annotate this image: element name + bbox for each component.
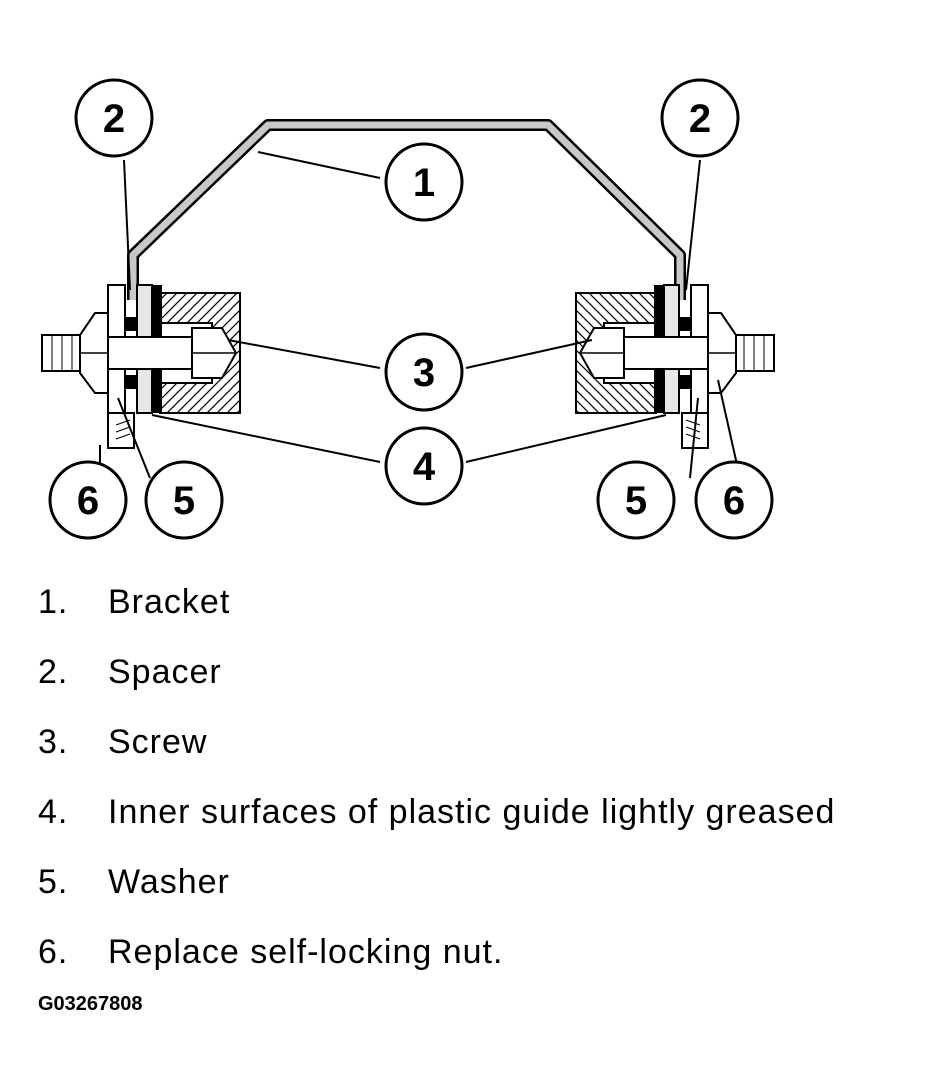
callout-3-label: 3 [413, 351, 435, 395]
legend-number: 3. [38, 723, 69, 761]
legend-item: 6. Replace self-locking nut. [38, 928, 835, 998]
legend-number: 6. [38, 933, 69, 971]
left-mount-assembly [41, 284, 241, 449]
legend-number: 2. [38, 653, 69, 691]
callout-1-label: 1 [413, 161, 435, 205]
legend-number: 1. [38, 583, 69, 621]
callout-4: 4 [384, 426, 464, 506]
bracket [127, 119, 686, 300]
callout-6-right: 6 [694, 460, 774, 540]
parts-legend: 1. Bracket 2. Spacer 3. Screw 4. Inner surfa… [38, 578, 835, 998]
left-screw [107, 327, 238, 379]
callout-5-right-label: 5 [625, 479, 647, 523]
left-nut [41, 312, 109, 394]
callout-5-left: 5 [144, 460, 224, 540]
legend-item: 4. Inner surfaces of plastic guide lightl… [38, 788, 835, 858]
figure-id: G03267808 [38, 993, 143, 1015]
callout-6-left-label: 6 [77, 479, 99, 523]
callout-6-left: 6 [48, 460, 128, 540]
legend-number: 4. [38, 793, 69, 831]
legend-item: 2. Spacer [38, 648, 835, 718]
right-mount-assembly [575, 284, 775, 449]
callout-5-left-label: 5 [173, 479, 195, 523]
callout-1: 1 [384, 142, 464, 222]
callout-2-right: 2 [660, 78, 740, 158]
right-screw [578, 327, 709, 379]
legend-item: 5. Washer [38, 858, 835, 928]
assembly-diagram: 1 2 2 3 4 6 5 5 6 [41, 78, 775, 540]
left-bracket-leg [107, 412, 135, 449]
legend-text: Replace self-locking nut. [108, 933, 504, 971]
callout-3: 3 [384, 332, 464, 412]
legend-number: 5. [38, 863, 69, 901]
callout-4-label: 4 [413, 445, 436, 489]
callout-5-right: 5 [596, 460, 676, 540]
legend-text: Washer [108, 863, 230, 901]
callout-6-right-label: 6 [723, 479, 745, 523]
legend-text: Bracket [108, 583, 231, 621]
legend-text: Screw [108, 723, 208, 761]
legend-item: 1. Bracket [38, 578, 835, 648]
legend-text: Spacer [108, 653, 222, 691]
legend-item: 3. Screw [38, 718, 835, 788]
right-nut [707, 312, 775, 394]
callout-2-left-label: 2 [103, 97, 125, 141]
callout-2-right-label: 2 [689, 97, 711, 141]
legend-text: Inner surfaces of plastic guide lightly … [108, 793, 836, 831]
callout-2-left: 2 [74, 78, 154, 158]
